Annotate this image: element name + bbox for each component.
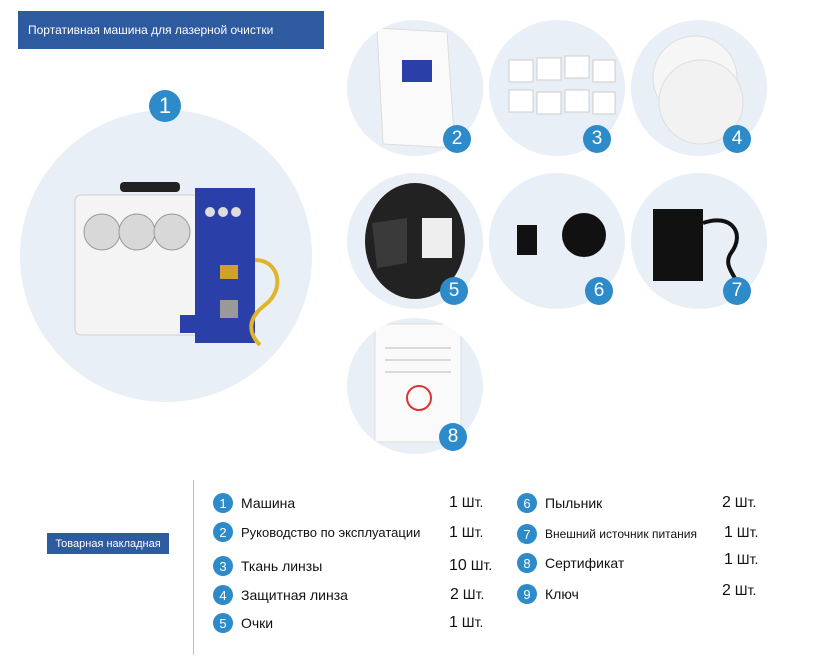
badge-2: 2 xyxy=(443,125,471,153)
badge-1: 1 xyxy=(149,90,181,122)
badge-5: 5 xyxy=(440,277,468,305)
item-name: Сертификат xyxy=(545,555,625,571)
list-item: 1 Машина xyxy=(213,491,295,515)
list-item: 2 Руководство по эксплуатации xyxy=(213,520,420,544)
item-number: 8 xyxy=(517,553,537,573)
item-name: Пыльник xyxy=(545,495,603,511)
protective-lens-image xyxy=(631,20,767,156)
certificate-image xyxy=(347,318,483,454)
badge-4: 4 xyxy=(723,125,751,153)
badge-3: 3 xyxy=(583,125,611,153)
item-name: Машина xyxy=(241,495,296,511)
item-number: 4 xyxy=(213,585,233,605)
machine-illustration xyxy=(74,182,280,347)
packing-list-label: Товарная накладная xyxy=(47,533,169,554)
item-qty: 2 Шт. xyxy=(450,586,485,603)
item-qty: 1 Шт. xyxy=(724,524,759,541)
item-number: 7 xyxy=(517,524,537,544)
item-number: 2 xyxy=(213,522,233,542)
item-name: Защитная линза xyxy=(241,587,348,603)
item-number: 3 xyxy=(213,556,233,576)
page-title: Портативная машина для лазерной очистки xyxy=(18,11,324,49)
item-number: 9 xyxy=(517,584,537,604)
list-item: 7 Внешний источник питания xyxy=(517,522,697,546)
item-qty: 1 Шт. xyxy=(449,494,484,511)
item-qty: 2 Шт. xyxy=(722,582,757,599)
item-number: 1 xyxy=(213,493,233,513)
item-qty: 1 Шт. xyxy=(449,524,484,541)
item-name: Очки xyxy=(241,615,274,631)
badge-6: 6 xyxy=(585,277,613,305)
item-name: Ткань линзы xyxy=(241,558,323,574)
list-item: 6 Пыльник xyxy=(517,491,602,515)
list-item: 9 Ключ xyxy=(517,582,579,606)
item-name: Ключ xyxy=(545,586,579,602)
item-qty: 1 Шт. xyxy=(724,551,759,568)
item-qty: 10 Шт. xyxy=(449,557,493,574)
list-item: 8 Сертификат xyxy=(517,551,624,575)
dust-cap-image xyxy=(489,173,625,309)
item-number: 5 xyxy=(213,613,233,633)
badge-8: 8 xyxy=(439,423,467,451)
item-number: 6 xyxy=(517,493,537,513)
list-item: 5 Очки xyxy=(213,611,273,635)
item-name: Внешний источник питания xyxy=(545,527,698,541)
machine-image xyxy=(20,110,312,402)
badge-7: 7 xyxy=(723,277,751,305)
list-item: 4 Защитная линза xyxy=(213,583,348,607)
item-name: Руководство по эксплуатации xyxy=(241,524,421,540)
item-qty: 1 Шт. xyxy=(449,614,484,631)
divider xyxy=(193,480,194,655)
item-qty: 2 Шт. xyxy=(722,494,757,511)
list-item: 3 Ткань линзы xyxy=(213,554,322,578)
